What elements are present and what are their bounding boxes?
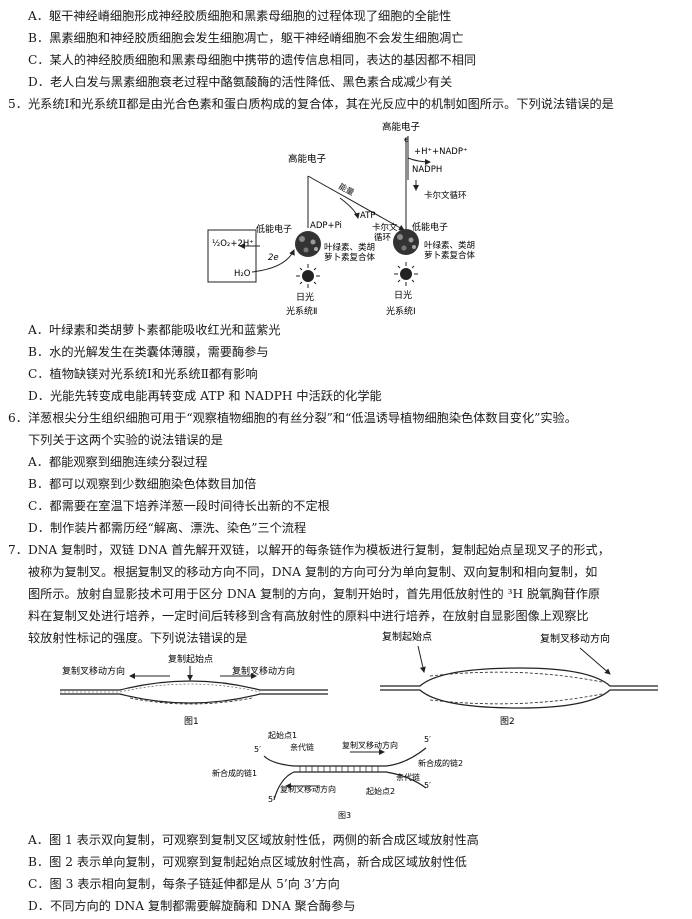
fig1-fork-left-label: 复制叉移动方向 (62, 665, 125, 677)
fig3-five-prime-1: 5′ (254, 745, 261, 754)
replication-figure-3: 起始点1 亲代链 复制叉移动方向 5′ 5′ 新合成的链1 新合成的链2 亲代链… (212, 730, 463, 820)
ps1-complex-label-a: 叶绿素、类胡 (424, 240, 475, 251)
q4-option-b: B．黑素细胞和神经胶质细胞会发生细胞凋亡，躯干神经嵴细胞不会发生细胞凋亡 (28, 31, 464, 45)
low-energy-electron-label-2: 低能电子 (412, 221, 448, 233)
q7-option-a: A．图 1 表示双向复制，可观察到复制叉区域放射性低，两侧的新合成区域放射性高 (28, 833, 479, 847)
ps2-complex-label-a: 叶绿素、类胡 (324, 242, 375, 253)
q7-stem-line1: 7．DNA 复制时，双链 DNA 首先解开双链，以解开的每条链作为模板进行复制，… (8, 543, 610, 557)
fig2-fork-label: 复制叉移动方向 (540, 632, 610, 645)
q4-option-a: A．躯干神经嵴细胞形成神经胶质细胞和黑素母细胞的过程体现了细胞的全能性 (28, 9, 452, 23)
low-energy-electron-label-1: 低能电子 (256, 223, 292, 235)
electron-transport-line (307, 175, 405, 231)
q7-option-c: C．图 3 表示相向复制，每条子链延伸都是从 5’向 3’方向 (28, 877, 340, 891)
photosystem-diagram: 高能电子 高能电子 e +H⁺+NADP⁺ NADPH 卡尔文循环 能量 ATP… (207, 121, 476, 317)
fig3-five-prime-2: 5′ (424, 735, 431, 744)
q7-stem-line2: 被称为复制叉。根据复制叉的移动方向不同，DNA 复制的方向可分为单向复制、双向复… (28, 565, 598, 579)
sunlight-label-1: 日光 (296, 291, 314, 303)
fig3-new1-label: 新合成的链1 (212, 768, 257, 778)
q6-option-b: B．都可以观察到少数细胞染色体数目加倍 (28, 477, 257, 491)
replication-figure-1: 复制起始点 复制叉移动方向 复制叉移动方向 图1 (60, 653, 328, 726)
q7-stem-line3: 图所示。放射自显影技术可用于区分 DNA 复制的方向，复制开始时，首先用低放射性… (28, 587, 601, 601)
nadph-label: NADPH (412, 165, 442, 175)
fig3-parent2-label: 亲代链 (396, 772, 420, 782)
fig1-origin-label: 复制起始点 (168, 653, 213, 665)
calvin-cycle-label-1: 卡尔文循环 (424, 190, 467, 201)
ps1-complex-label-b: 萝卜素复合体 (424, 250, 476, 261)
calvin-cycle-label-2a: 卡尔文 (372, 222, 398, 233)
q6-stem-line1: 6．洋葱根尖分生组织细胞可用于“观察植物细胞的有丝分裂”和“低温诱导植物细胞染色… (8, 411, 577, 425)
nadph-arrow (407, 157, 431, 165)
fig3-origin1-label: 起始点1 (268, 730, 297, 740)
high-energy-electron-label-1: 高能电子 (382, 121, 421, 133)
ps2-label: 光系统Ⅱ (286, 305, 317, 317)
h-nadp-label: +H⁺+NADP⁺ (414, 147, 467, 157)
sun-icon-ps1 (394, 262, 418, 286)
ps2-complex-icon (295, 231, 321, 257)
q5-option-a: A．叶绿素和类胡萝卜素都能吸收红光和蓝紫光 (28, 323, 281, 337)
fig3-fork2-label: 复制叉移动方向 (280, 784, 336, 794)
sun-icon-ps2 (296, 264, 320, 288)
fig2-caption: 图2 (500, 716, 515, 727)
water-to-ps2-arrow (251, 249, 295, 273)
q5-option-d: D．光能先转变成电能再转变成 ATP 和 NADPH 中活跃的化学能 (28, 389, 382, 403)
q5-stem: 5．光系统Ⅰ和光系统Ⅱ都是由光合色素和蛋白质构成的复合体，其在光反应中的机制如图… (8, 97, 614, 111)
q6-option-a: A．都能观察到细胞连续分裂过程 (28, 455, 208, 469)
q7-option-d: D．不同方向的 DNA 复制都需要解旋酶和 DNA 聚合酶参与 (28, 899, 356, 913)
ps1-complex-icon (393, 229, 419, 255)
fig3-fork1-label: 复制叉移动方向 (342, 740, 398, 750)
fig3-five-prime-4: 5′ (424, 781, 431, 790)
calvin-cycle-label-2b: 循环 (374, 232, 392, 243)
fig1-caption: 图1 (184, 716, 199, 726)
sunlight-label-2: 日光 (394, 289, 412, 301)
q4-option-c: C．某人的神经胶质细胞和黑素母细胞中携带的遗传信息相同，表达的基因都不相同 (28, 53, 477, 67)
atp-label: ATP (360, 211, 375, 221)
q5-option-b: B．水的光解发生在类囊体薄膜，需要酶参与 (28, 345, 269, 359)
fig3-caption: 图3 (338, 811, 351, 820)
fig3-origin2-label: 起始点2 (366, 786, 395, 796)
o2-h-label: ½O₂+2H⁺ (212, 239, 254, 249)
energy-arrow (339, 197, 360, 219)
fig3-parent1-label: 亲代链 (290, 742, 314, 752)
ps2-complex-label-b: 萝卜素复合体 (324, 252, 376, 263)
two-electron-label: 2e (268, 253, 279, 263)
fig1-fork-right-label: 复制叉移动方向 (232, 665, 295, 677)
fig2-origin-label: 复制起始点 (382, 630, 432, 643)
q6-option-c: C．都需要在室温下培养洋葱一段时间待长出新的不定根 (28, 499, 330, 513)
water-splitting-box (207, 229, 257, 283)
q5-option-c: C．植物缺镁对光系统Ⅰ和光系统Ⅱ都有影响 (28, 367, 258, 381)
adp-pi-label: ADP+Pi (310, 221, 342, 231)
high-energy-electron-label-2: 高能电子 (288, 153, 327, 165)
q6-option-d: D．制作装片都需历经“解离、漂洗、染色”三个流程 (28, 521, 307, 535)
replication-figure-2: 复制起始点 复制叉移动方向 图2 (380, 630, 658, 727)
energy-label: 能量 (337, 181, 356, 197)
fig3-new2-label: 新合成的链2 (418, 758, 463, 768)
q6-stem-line2: 下列关于这两个实验的说法错误的是 (28, 433, 223, 447)
fig3-five-prime-3: 5′ (268, 795, 275, 804)
ps1-label: 光系统Ⅰ (386, 305, 416, 317)
water-label: H₂O (234, 269, 251, 279)
q7-stem-line5: 较放射性标记的强度。下列说法错误的是 (28, 631, 248, 645)
q7-option-b: B．图 2 表示单向复制，可观察到复制起始点区域放射性高，新合成区域放射性低 (28, 855, 467, 869)
q4-option-d: D．老人白发与黑素细胞衰老过程中酪氨酸酶的活性降低、黑色素合成减少有关 (28, 75, 453, 89)
q7-stem-line4: 料在复制叉处进行培养，一定时间后转移到含有高放射性的原料中进行培养，在放射自显影… (28, 609, 589, 623)
